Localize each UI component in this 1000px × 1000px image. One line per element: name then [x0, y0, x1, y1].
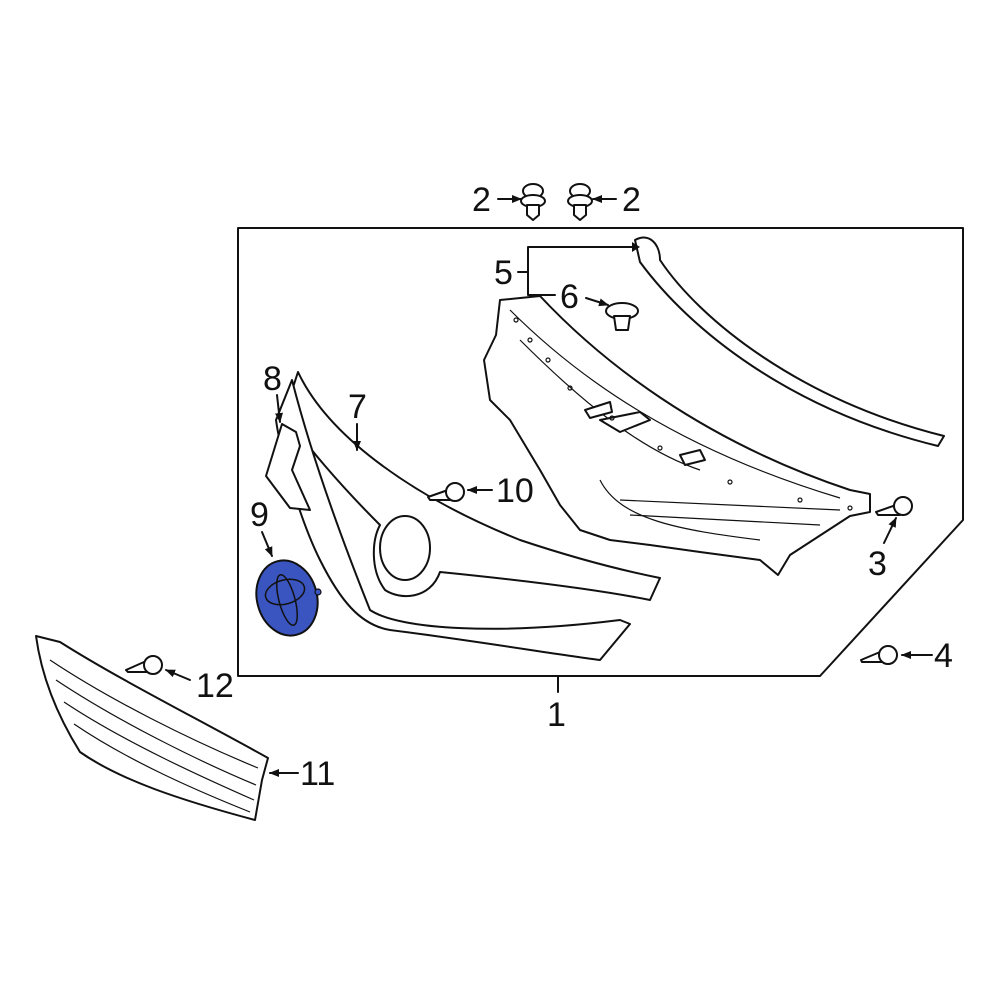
assembly-boundary — [237, 227, 964, 677]
callout-12: 12 — [196, 667, 234, 705]
callout-9: 9 — [250, 496, 269, 534]
push-clip-2a[interactable] — [520, 183, 546, 221]
lower-grille-part[interactable] — [35, 635, 269, 821]
callout-5: 5 — [494, 254, 513, 292]
leader-8 — [275, 394, 283, 423]
screw-4[interactable] — [860, 645, 898, 665]
screw-3[interactable] — [875, 496, 913, 516]
clip-6[interactable] — [605, 302, 639, 331]
callout-8: 8 — [263, 360, 282, 398]
leader-5 — [517, 246, 633, 296]
leader-9 — [261, 531, 273, 557]
callout-7: 7 — [348, 388, 367, 426]
callout-10: 10 — [496, 472, 534, 510]
callout-2a: 2 — [472, 181, 491, 219]
callout-11: 11 — [300, 755, 335, 793]
emblem-part[interactable] — [248, 554, 326, 643]
grille-bracket-part[interactable] — [483, 295, 871, 576]
leader-3 — [883, 517, 897, 544]
screw-10[interactable] — [427, 482, 465, 502]
callout-2b: 2 — [622, 181, 641, 219]
screw-12[interactable] — [125, 655, 163, 675]
side-trim-part[interactable] — [265, 423, 311, 511]
molding-strip-part[interactable] — [634, 236, 945, 447]
leader-12 — [165, 669, 191, 681]
callout-6: 6 — [560, 278, 579, 316]
leader-6 — [585, 297, 609, 307]
upper-grille-cover-part[interactable] — [275, 371, 661, 661]
callout-1: 1 — [547, 696, 566, 734]
callout-4: 4 — [934, 637, 953, 675]
push-clip-2b[interactable] — [567, 183, 593, 221]
callout-3: 3 — [868, 545, 887, 583]
